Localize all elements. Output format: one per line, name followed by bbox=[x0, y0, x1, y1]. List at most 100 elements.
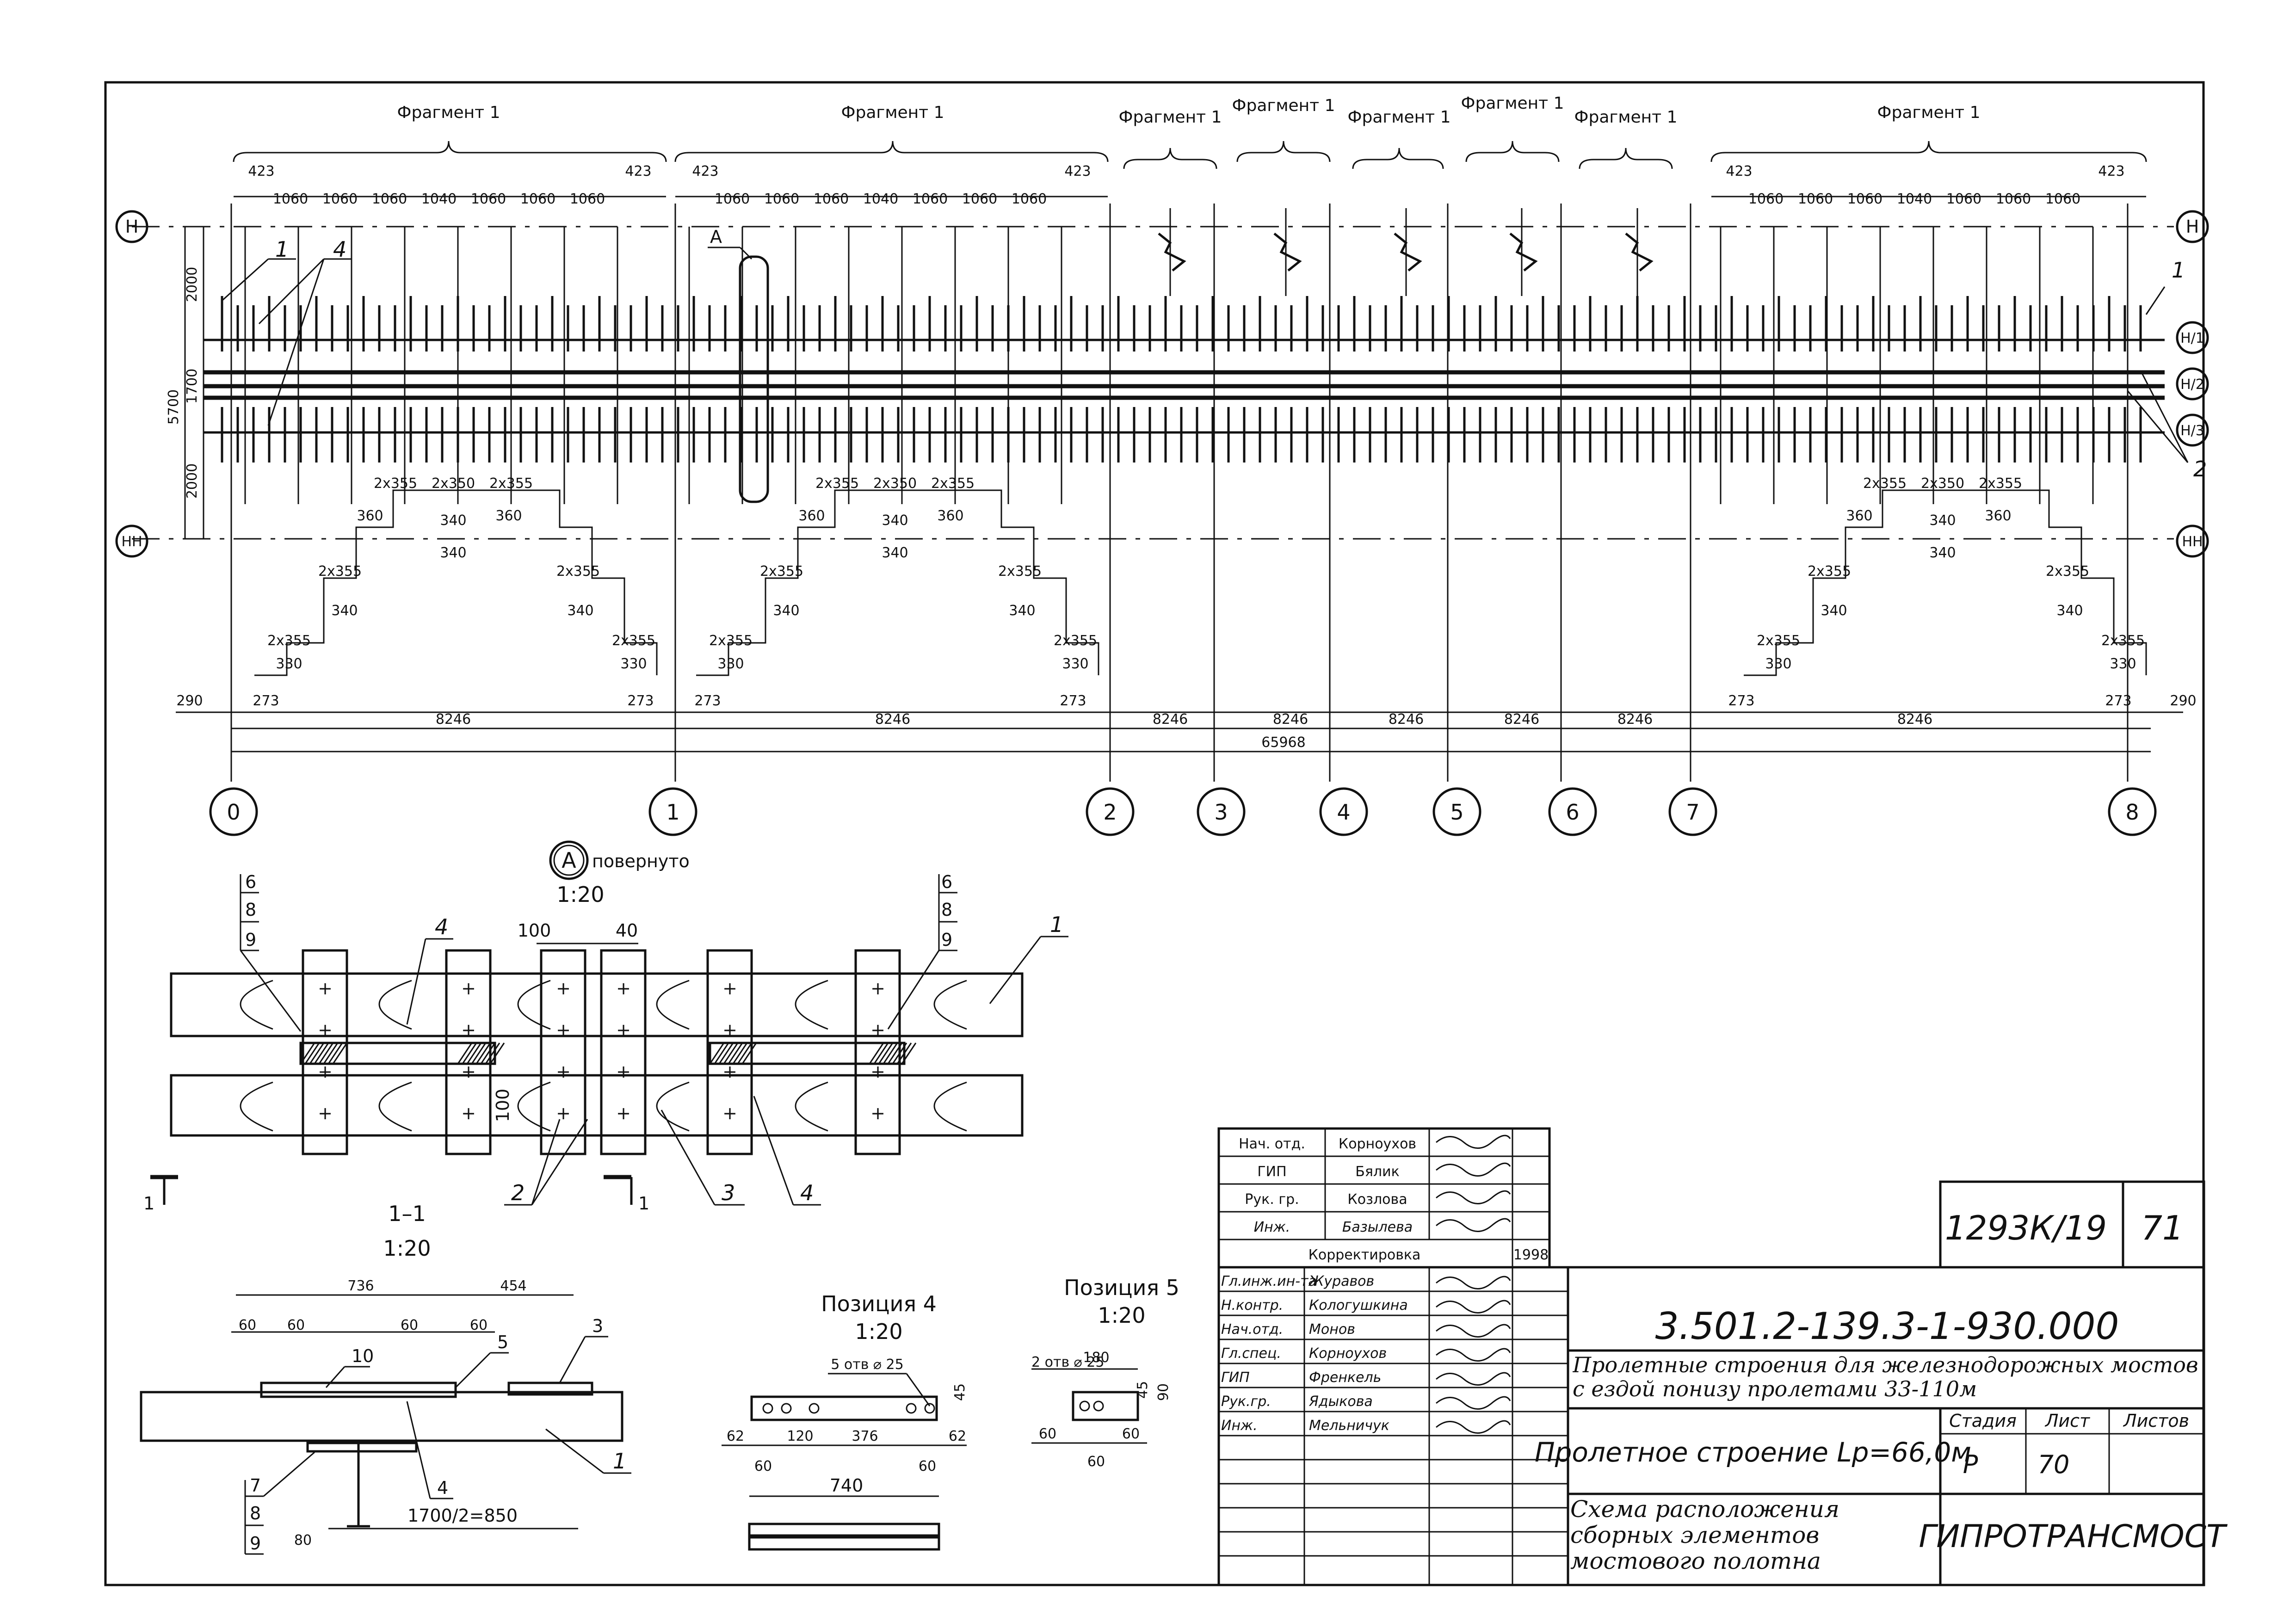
position4-dim-740: 740 bbox=[830, 1475, 864, 1496]
grain-curve bbox=[795, 1081, 828, 1132]
dim-spacing-3-2: 1060 bbox=[1798, 191, 1833, 207]
fragment-label-8: Фрагмент 1 bbox=[1877, 103, 1981, 122]
hatch bbox=[304, 1042, 320, 1064]
sheet-count-top: 71 bbox=[2141, 1209, 2184, 1247]
dim-spacing-1-5: 1060 bbox=[471, 191, 506, 207]
dim-stair-1-4: 330 bbox=[276, 656, 302, 672]
signature-scribble bbox=[1436, 1135, 1511, 1149]
block-plate bbox=[540, 949, 586, 1155]
fragment-label-3: Фрагмент 1 bbox=[1119, 108, 1222, 127]
hatch bbox=[471, 1042, 487, 1064]
grain-curve bbox=[656, 1081, 690, 1132]
approval-role-4: Инж. bbox=[1254, 1219, 1290, 1235]
dim-stair-2-4: 330 bbox=[717, 656, 744, 672]
grain-curve bbox=[517, 980, 551, 1030]
signer-name-4: Корноухов bbox=[1309, 1345, 1387, 1362]
bolt-mark: + bbox=[870, 1020, 885, 1040]
hatch bbox=[489, 1042, 505, 1064]
detail-a-pos-3: 3 bbox=[722, 1180, 735, 1205]
dim-stair-1-1: 2х355 bbox=[318, 563, 362, 580]
dim-span-8: 8246 bbox=[1897, 711, 1932, 728]
dim-stair-2-1: 2х355 bbox=[760, 563, 803, 580]
detail-a-dim-100-vertical: 100 bbox=[493, 1089, 513, 1122]
detail-a: А повернуто 1:20 +++++++++++++++++++++++… bbox=[143, 840, 1068, 1214]
grain-curve bbox=[517, 1081, 551, 1132]
signer-role-4: Гл.спец. bbox=[1221, 1345, 1281, 1362]
approval-correction: Корректировка bbox=[1308, 1247, 1421, 1263]
dim-end-left: 290 bbox=[176, 693, 203, 709]
bolt-mark: + bbox=[870, 978, 885, 999]
section-callout-3: 3 bbox=[592, 1316, 603, 1336]
dim-spacing-1-3: 1060 bbox=[372, 191, 407, 207]
dim-edge-2: 423 bbox=[625, 163, 651, 179]
position5-scale: 1:20 bbox=[1098, 1303, 1145, 1328]
bolt-mark: + bbox=[722, 1020, 737, 1040]
sleeper-step-dimensions: 2х355 2х350 2х355 360 340 360 340 2х355 340 2х355… bbox=[254, 475, 2147, 676]
signer-name-2: Кологушкина bbox=[1309, 1297, 1408, 1314]
fragment-label-7: Фрагмент 1 bbox=[1574, 108, 1678, 127]
dim-edge-1: 423 bbox=[248, 163, 274, 179]
detail-a-pos-2: 2 bbox=[511, 1180, 525, 1205]
fragment-brace bbox=[1236, 141, 1331, 162]
position5-holes: 2 отв ⌀ 25 bbox=[1031, 1354, 1104, 1370]
bolt-mark: + bbox=[616, 1020, 631, 1040]
detail-a-pos-4-bottom: 4 bbox=[800, 1180, 814, 1205]
signer-role-3: Нач.отд. bbox=[1221, 1321, 1283, 1338]
dim-stair-3-3: 2х355 bbox=[1757, 633, 1800, 649]
detail-a-dim-40: 40 bbox=[616, 920, 638, 941]
position-4-detail: Позиция 4 1:20 5 отв ⌀ 25 45 62 120 376 … bbox=[722, 1291, 968, 1551]
block-plate bbox=[706, 949, 753, 1155]
dim-spacing-3-5: 1060 bbox=[1946, 191, 1981, 207]
document-code: 3.501.2-139.3-1-930.000 bbox=[1655, 1305, 2119, 1348]
hatch bbox=[480, 1042, 496, 1064]
dim-spacing-2-3: 1060 bbox=[814, 191, 849, 207]
axis-label-row-n-left: Н bbox=[125, 216, 139, 237]
position4-dim-62-right: 62 bbox=[949, 1428, 966, 1444]
dim-bottom-edge-4: 273 bbox=[1060, 693, 1086, 709]
signature-scribble bbox=[1436, 1396, 1511, 1410]
block-plate bbox=[445, 949, 492, 1155]
detail-a-circle: А bbox=[562, 848, 576, 873]
dim-edge-4: 423 bbox=[1064, 163, 1091, 179]
hatch bbox=[869, 1042, 884, 1064]
dim-bottom-edge-1: 273 bbox=[253, 693, 279, 709]
grain-curve bbox=[240, 1081, 273, 1132]
section-callout-4: 4 bbox=[437, 1478, 448, 1498]
dim-pair-1-2: 2х350 bbox=[432, 475, 475, 492]
position5-title: Позиция 5 bbox=[1064, 1275, 1179, 1300]
hatch bbox=[723, 1042, 739, 1064]
dim-gap-3-1: 360 bbox=[1846, 508, 1872, 524]
section-dim-60-a: 60 bbox=[239, 1317, 256, 1333]
section-1-1: 1–1 1:20 736 454 60 60 60 60 80 1700/2=8… bbox=[140, 1201, 631, 1555]
cut-mark-right: 1 bbox=[638, 1193, 649, 1214]
approval-signatures bbox=[1436, 1135, 1511, 1232]
bolt-mark: + bbox=[556, 978, 571, 999]
grain-curve bbox=[933, 980, 967, 1030]
dim-stair-2-5: 2х355 bbox=[998, 563, 1042, 580]
dim-gap-3-2: 340 bbox=[1929, 512, 1956, 529]
dim-gap-1-4: 340 bbox=[440, 545, 466, 561]
dim-spacing-1-2: 1060 bbox=[322, 191, 358, 207]
grain-curve bbox=[656, 980, 690, 1030]
signature-scribble bbox=[1436, 1300, 1511, 1314]
drawing-name: Схема расположения сборных элементов мос… bbox=[1570, 1496, 1839, 1574]
break-mark bbox=[1158, 233, 1186, 271]
dim-gap-1-3: 360 bbox=[495, 508, 522, 524]
hatch bbox=[485, 1042, 500, 1064]
dim-end-right: 290 bbox=[2170, 693, 2196, 709]
dim-pair-1-3: 2х355 bbox=[489, 475, 533, 492]
dim-pair-3-2: 2х350 bbox=[1921, 475, 1964, 492]
hatch bbox=[883, 1042, 898, 1064]
signature-scribble bbox=[1436, 1190, 1511, 1204]
dim-stair-3-7: 2х355 bbox=[2101, 633, 2145, 649]
dim-stair-2-2: 340 bbox=[773, 603, 799, 619]
dim-spacing-1-6: 1060 bbox=[520, 191, 555, 207]
callout-left-8: 8 bbox=[245, 900, 256, 920]
dim-spacing-2-6: 1060 bbox=[962, 191, 997, 207]
wood-grain bbox=[240, 980, 967, 1132]
dim-spacing-3-4: 1040 bbox=[1897, 191, 1932, 207]
hatch bbox=[475, 1042, 491, 1064]
axis-label-row-n3: Н/3 bbox=[2180, 423, 2204, 439]
sheet-frame bbox=[104, 81, 2205, 1586]
dim-span-1: 8246 bbox=[436, 711, 471, 728]
